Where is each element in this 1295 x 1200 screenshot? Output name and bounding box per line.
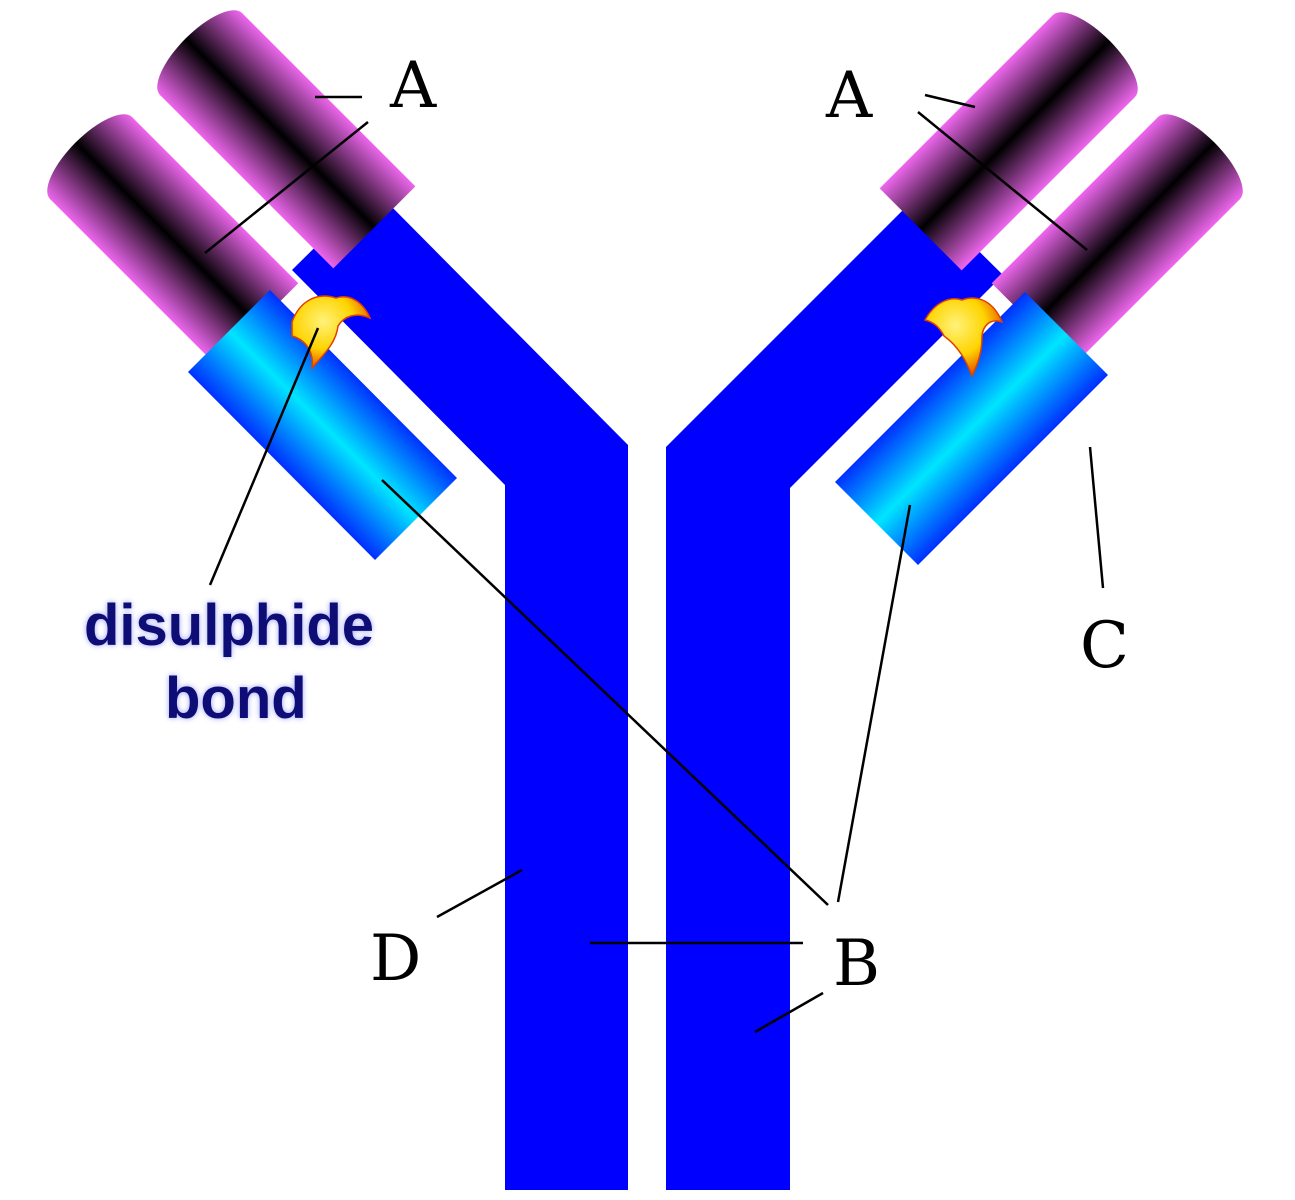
leader-c [1088, 446, 1105, 589]
heavy-chain-left-stem [292, 189, 628, 1190]
heavy-chain-left [292, 189, 628, 1190]
light-chain-right-constant [835, 292, 1108, 565]
label-c: C [1080, 609, 1129, 683]
leader-lines [204, 93, 1105, 1034]
leader-bond [208, 327, 320, 586]
label-bond-line1: disulphide [84, 593, 374, 658]
leader-d [436, 868, 523, 919]
label-a-right: A [825, 59, 873, 133]
leader-b-left-light [381, 479, 829, 906]
label-bond-line2: bond [165, 666, 307, 731]
leader-a-right-lower [917, 111, 1088, 251]
label-d: D [370, 922, 421, 996]
light-chain-left-constant [188, 290, 457, 560]
leader-b-lower [754, 991, 824, 1034]
variable-region-right-light [991, 114, 1243, 366]
disulphide-bond-right-icon [923, 297, 1004, 378]
disulphide-bond-left-icon [291, 295, 372, 371]
variable-region-right-heavy [879, 12, 1138, 271]
variable-region-left-heavy [157, 10, 416, 269]
variable-region-left-light [47, 114, 299, 366]
heavy-chain-right [666, 193, 1003, 1190]
label-b-upper: B [833, 927, 880, 1001]
label-a-left: A [389, 49, 437, 123]
leader-a-left-lower [204, 121, 369, 254]
heavy-chain-right-stem [666, 193, 1003, 1190]
leader-b-right-light [836, 504, 912, 903]
leader-a-right-upper [924, 93, 976, 109]
